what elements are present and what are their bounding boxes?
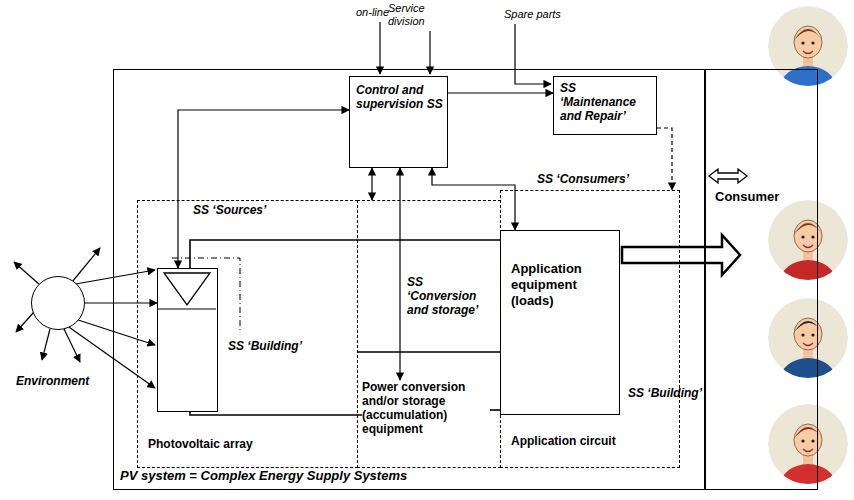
consumer-box: Consumer (705, 69, 818, 490)
face-icon (768, 6, 848, 110)
node-text: Application circuit (511, 434, 616, 448)
face-mouth (803, 245, 813, 248)
face-eye (801, 41, 804, 44)
sources-region: SS ‘Sources’ Photovoltaic array SS ‘Buildi… (137, 200, 358, 468)
face-icon (768, 404, 848, 500)
node-text: Application equipment (loads) (511, 261, 611, 309)
system-boundary: PV system = Complex Energy Supply System… (113, 69, 705, 490)
node-text: PV system = Complex Energy Supply System… (120, 468, 407, 484)
face-hair (793, 427, 823, 440)
node-text: SS ‘Building’ (228, 339, 302, 353)
node-text: Power conversion and/or storage (accumul… (362, 380, 490, 436)
connector (432, 168, 515, 230)
node-text: Consumer (715, 189, 779, 205)
face-eye (801, 333, 804, 336)
face-shirt (780, 358, 836, 402)
face-mouth (803, 343, 813, 346)
connector (709, 169, 747, 183)
pv-triangle (164, 273, 210, 305)
connector (190, 240, 500, 268)
pv-array-box: SS ‘Building’ (157, 268, 218, 412)
conversion-region: SS ‘Conversion and storage’ Power convers… (357, 200, 501, 468)
environment-circle: Environment (31, 276, 85, 330)
wire (358, 351, 500, 353)
pv-line (158, 309, 216, 310)
label: Spare parts (504, 8, 561, 21)
face-hair (793, 321, 823, 334)
node-text: SS ‘Sources’ (193, 203, 266, 217)
pv-module-symbol (158, 269, 216, 311)
face-shirt (780, 464, 836, 500)
face-eye (811, 41, 814, 44)
face-hair (793, 223, 823, 236)
connector (371, 168, 372, 200)
face-shirt (780, 66, 836, 110)
control-box: Control and supervision SS (349, 76, 448, 168)
node-text: SS ‘Maintenance and Repair’ (560, 81, 652, 123)
node-text: Environment (16, 374, 89, 388)
connector (448, 92, 553, 93)
connector (85, 302, 157, 303)
face-mouth (803, 449, 813, 452)
face-eye (811, 235, 814, 238)
face-eye (801, 439, 804, 442)
face-icon (768, 298, 848, 402)
face-shirt (780, 260, 836, 304)
node-text: Control and supervision SS (356, 83, 443, 111)
maintenance-box: SS ‘Maintenance and Repair’ (553, 76, 657, 135)
input-lines (380, 22, 551, 84)
node-text: SS ‘Consumers’ (537, 172, 629, 186)
connector (490, 409, 500, 411)
face-icon (768, 200, 848, 304)
face-eye (811, 333, 814, 336)
face-hair (793, 29, 823, 42)
consumers-region: SS ‘Consumers’Application circuitApplica… (500, 190, 680, 468)
label: SS ‘Building’ (628, 386, 702, 400)
face-eye (811, 439, 814, 442)
face-mouth (803, 51, 813, 54)
conversion-equipment: Power conversion and/or storage (accumul… (362, 380, 490, 444)
node-text: SS ‘Conversion and storage’ (407, 275, 495, 317)
consumer-faces (768, 6, 848, 500)
face-head (794, 26, 822, 58)
environment-rays (14, 248, 155, 388)
application-box: Application equipment (loads) (500, 230, 620, 415)
connector (190, 412, 362, 415)
connector (622, 235, 740, 275)
node-text: Photovoltaic array (148, 437, 253, 451)
face-eye (801, 235, 804, 238)
connector (657, 128, 672, 190)
label: Service division (388, 2, 446, 28)
label: on-line (356, 6, 389, 19)
connector (178, 110, 349, 268)
